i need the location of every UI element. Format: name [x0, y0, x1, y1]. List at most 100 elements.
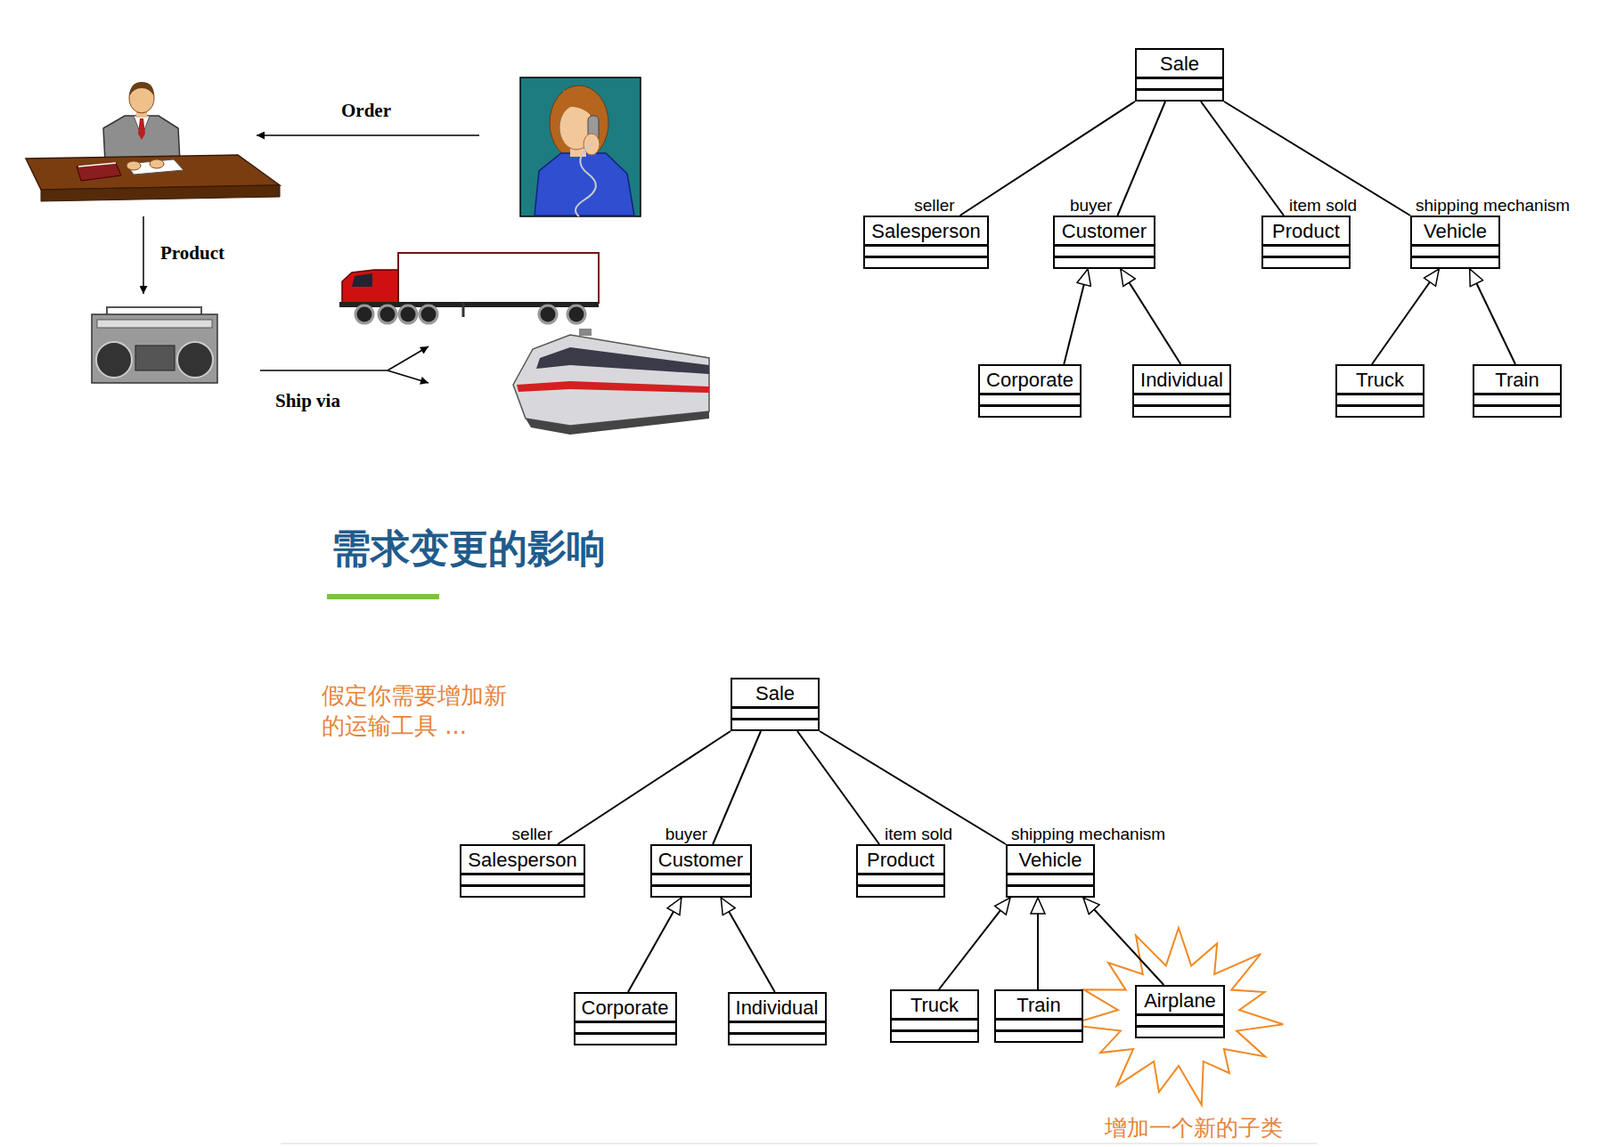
- class-compartment: [1054, 244, 1154, 256]
- man-hair: [129, 81, 155, 97]
- class-compartment: [857, 873, 944, 885]
- truck-wheel: [378, 305, 397, 324]
- class-compartment: [575, 1032, 676, 1045]
- generalization-arrow: [1371, 269, 1439, 365]
- class-name-compartment: Train: [995, 991, 1082, 1019]
- ship-via-arrow: [387, 370, 429, 384]
- order-arrow: [256, 134, 480, 137]
- class-compartment: [1007, 873, 1094, 885]
- association-line: [1117, 101, 1166, 216]
- generalization-arrow: [1063, 269, 1088, 365]
- man-hand: [126, 161, 141, 171]
- class-name: Customer: [1061, 220, 1147, 243]
- class-compartment: [857, 884, 944, 897]
- class-compartment: [1474, 392, 1560, 405]
- boombox-handle: [106, 307, 202, 315]
- train: [513, 328, 710, 435]
- class-name-compartment: Product: [1263, 217, 1349, 245]
- man-at-desk: [25, 81, 280, 202]
- class-box: Customer: [650, 844, 752, 898]
- role-label: buyer: [1068, 195, 1115, 215]
- class-name: Airplane: [1143, 989, 1217, 1013]
- truck-cab: [342, 269, 399, 307]
- train-body: [513, 334, 710, 426]
- class-compartment: [575, 1020, 676, 1033]
- association-line: [557, 731, 731, 845]
- class-compartment: [891, 1018, 978, 1030]
- association-line: [819, 731, 1006, 845]
- role-label: item sold: [1287, 195, 1359, 215]
- class-name-compartment: Individual: [1134, 366, 1230, 393]
- class-compartment: [1474, 404, 1560, 417]
- boombox: [91, 307, 218, 384]
- class-compartment: [979, 404, 1080, 417]
- class-box: Corporate: [573, 992, 678, 1046]
- class-compartment: [652, 884, 751, 897]
- boombox-speaker: [96, 342, 132, 378]
- class-name-compartment: Customer: [652, 846, 751, 874]
- man-tie: [138, 118, 146, 140]
- class-compartment: [865, 255, 988, 268]
- class-name-compartment: Vehicle: [1412, 217, 1499, 245]
- class-box: Customer: [1053, 215, 1156, 270]
- truck-window: [351, 273, 373, 287]
- class-compartment: [461, 873, 584, 885]
- class-compartment: [979, 392, 1080, 405]
- class-name: Corporate: [581, 996, 670, 1020]
- class-name: Vehicle: [1019, 848, 1083, 872]
- class-name: Sale: [1159, 52, 1200, 75]
- association-line: [1224, 101, 1411, 216]
- class-name-compartment: Salesperson: [461, 846, 584, 874]
- class-name-compartment: Vehicle: [1007, 846, 1094, 874]
- truck-wheel: [355, 305, 374, 324]
- class-box: Vehicle: [1005, 844, 1095, 898]
- truck: [339, 253, 599, 324]
- flow-label: Ship via: [275, 390, 341, 413]
- role-label: seller: [912, 195, 956, 215]
- generalization-arrow: [1469, 269, 1516, 365]
- class-name-compartment: Sale: [1136, 49, 1223, 77]
- class-compartment: [729, 1032, 825, 1045]
- class-box: Product: [1261, 215, 1351, 270]
- truck-wheel: [399, 305, 417, 324]
- note-text: 假定你需要增加新 的运输工具 ...: [321, 680, 523, 742]
- class-name: Individual: [1140, 368, 1224, 392]
- ship-via-arrow: [387, 346, 429, 371]
- class-name: Product: [866, 848, 935, 872]
- class-name-compartment: Truck: [891, 991, 978, 1019]
- class-box: Airplane: [1134, 985, 1225, 1039]
- class-name-compartment: Truck: [1337, 366, 1423, 393]
- book: [76, 163, 122, 181]
- class-name: Truck: [910, 994, 959, 1017]
- class-box: Individual: [1132, 364, 1232, 418]
- class-box: Sale: [1134, 48, 1225, 102]
- class-compartment: [1337, 392, 1423, 405]
- product-arrow: [142, 216, 145, 294]
- truck-wheel: [567, 305, 586, 324]
- class-box: Sale: [730, 677, 820, 732]
- role-label: buyer: [663, 824, 711, 844]
- role-label: shipping mechanism: [1413, 195, 1572, 215]
- boombox-speaker: [177, 342, 213, 378]
- class-box: Truck: [889, 989, 980, 1044]
- man-hand: [149, 159, 164, 169]
- class-compartment: [1007, 884, 1094, 897]
- class-name: Corporate: [986, 368, 1074, 392]
- class-name-compartment: Corporate: [979, 366, 1080, 393]
- class-box: Salesperson: [863, 215, 989, 270]
- truck-wheel: [419, 305, 438, 324]
- class-name-compartment: Airplane: [1136, 987, 1224, 1014]
- desk-front: [40, 185, 280, 202]
- title-underline: [326, 594, 440, 600]
- class-name: Individual: [735, 996, 819, 1020]
- class-name: Salesperson: [467, 848, 577, 872]
- class-compartment: [1134, 392, 1230, 405]
- class-compartment: [891, 1029, 978, 1042]
- class-name: Salesperson: [871, 220, 980, 243]
- association-line: [712, 731, 761, 845]
- book-pages: [78, 163, 116, 167]
- flow-label: Product: [160, 242, 225, 265]
- callout-text: 增加一个新的子类: [1104, 1115, 1283, 1143]
